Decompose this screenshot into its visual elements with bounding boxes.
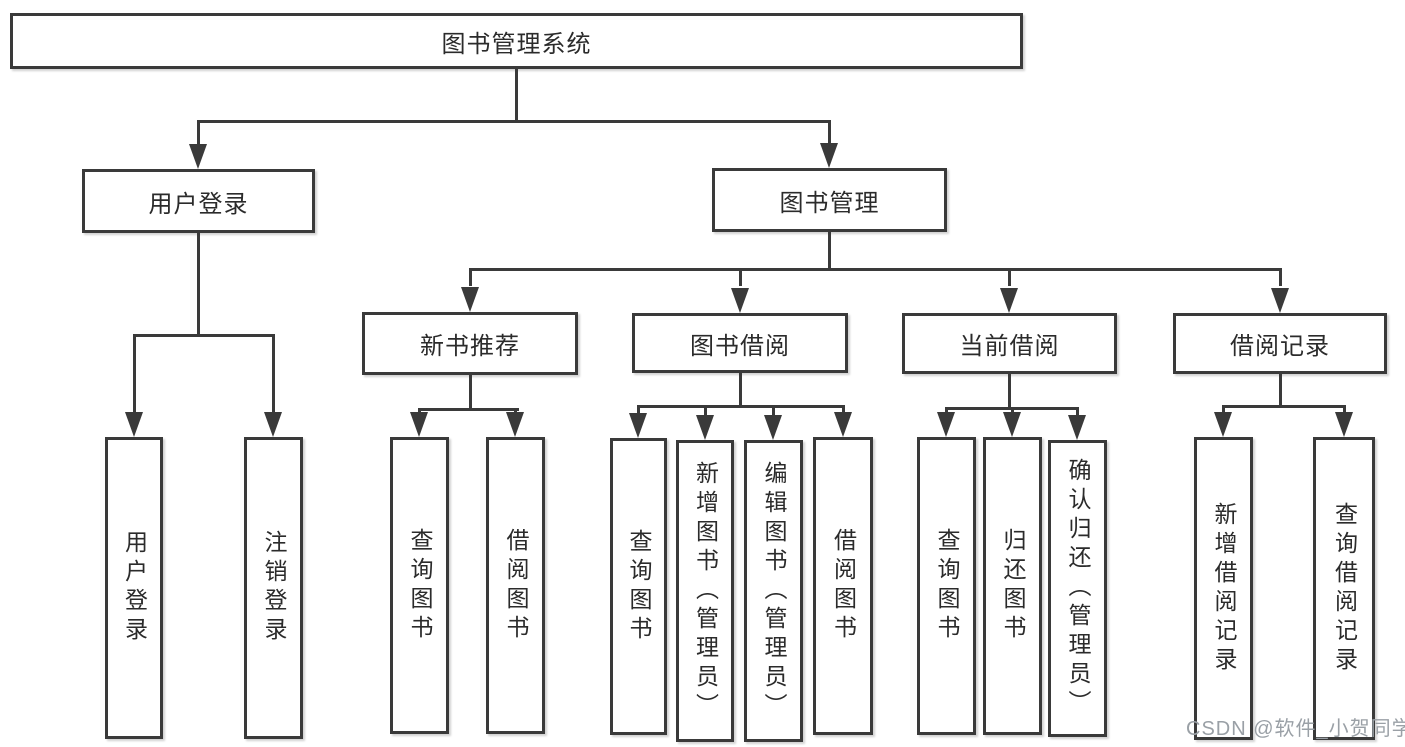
arrow-down-icon — [820, 143, 838, 168]
arrow-down-icon — [506, 412, 524, 437]
arrow-down-icon — [264, 412, 282, 437]
connector-group3-hline — [637, 405, 845, 408]
leaf-borrow-book: 借阅图书 — [486, 437, 545, 734]
leaf-query-book: 查询图书 — [390, 437, 449, 734]
connector-book-mgmt-shaft — [828, 120, 831, 148]
arrow-down-icon — [461, 287, 479, 312]
arrow-down-icon — [834, 412, 852, 437]
connector-leaf-shaft — [1076, 407, 1079, 415]
leaf-add-book-admin: 新增图书（管理员） — [676, 440, 734, 742]
connector-leaf-shaft — [772, 405, 775, 415]
arrow-down-icon — [1068, 415, 1086, 440]
connector-book-borrow-stem — [739, 373, 742, 405]
leaf-return-book: 归还图书 — [983, 437, 1042, 735]
connector-leaf-shaft — [842, 405, 845, 415]
connector-leaf-shaft — [133, 334, 136, 412]
arrow-down-icon — [764, 415, 782, 440]
arrow-down-icon — [731, 288, 749, 313]
leaf-query-book: 查询图书 — [917, 437, 976, 735]
node-borrowing-records: 借阅记录 — [1173, 313, 1387, 374]
arrow-down-icon — [189, 144, 207, 169]
connector-leaf-shaft — [1008, 268, 1011, 286]
watermark: CSDN @软件_小贺同学 — [1186, 718, 1405, 740]
leaf-query-borrow-record: 查询借阅记录 — [1313, 437, 1375, 740]
leaf-confirm-return-admin: 确认归还（管理员） — [1048, 440, 1107, 737]
node-book-borrowing: 图书借阅 — [632, 313, 848, 373]
connector-leaf-shaft — [637, 405, 640, 415]
arrow-down-icon — [1214, 412, 1232, 437]
connector-book-mgmt-stem — [828, 232, 831, 268]
node-book-management: 图书管理 — [712, 168, 947, 232]
connector-leaf-shaft — [1011, 407, 1014, 415]
connector-records-stem — [1279, 374, 1282, 405]
connector-leaf-shaft — [1279, 268, 1282, 286]
connector-group2-hline — [418, 408, 519, 411]
connector-leaf-shaft — [469, 268, 472, 286]
arrow-down-icon — [696, 415, 714, 440]
leaf-user-login: 用户登录 — [105, 437, 163, 739]
connector-group5-hline — [1222, 405, 1345, 408]
leaf-edit-book-admin: 编辑图书（管理员） — [744, 440, 803, 742]
connector-user-login-shaft — [197, 120, 200, 148]
connector-leaf-shaft — [272, 334, 275, 412]
connector-leaf-shaft — [945, 407, 948, 415]
leaf-borrow-book: 借阅图书 — [813, 437, 873, 735]
connector-leaf-shaft — [1222, 405, 1225, 415]
arrow-down-icon — [1000, 288, 1018, 313]
connector-level2-hline — [197, 120, 831, 123]
arrow-down-icon — [1271, 288, 1289, 313]
connector-user-login-stem — [197, 233, 200, 334]
arrow-down-icon — [937, 412, 955, 437]
node-new-book-recommend: 新书推荐 — [362, 312, 578, 375]
connector-leaf-shaft — [704, 405, 707, 415]
leaf-query-book: 查询图书 — [610, 438, 667, 735]
node-user-login: 用户登录 — [82, 169, 315, 233]
connector-root-stem — [515, 69, 518, 120]
connector-new-book-stem — [469, 375, 472, 408]
leaf-logout: 注销登录 — [244, 437, 303, 739]
arrow-down-icon — [125, 412, 143, 437]
node-library-management-system: 图书管理系统 — [10, 13, 1023, 69]
arrow-down-icon — [1003, 412, 1021, 437]
leaf-add-borrow-record: 新增借阅记录 — [1194, 437, 1253, 740]
connector-leaf-shaft — [1343, 405, 1346, 415]
connector-leaf-shaft — [739, 268, 742, 286]
connector-current-borrow-stem — [1008, 374, 1011, 407]
connector-group1-hline — [133, 334, 275, 337]
node-current-borrowing: 当前借阅 — [902, 313, 1117, 374]
arrow-down-icon — [410, 412, 428, 437]
connector-level3-hline — [469, 268, 1281, 271]
arrow-down-icon — [1335, 412, 1353, 437]
arrow-down-icon — [629, 413, 647, 438]
